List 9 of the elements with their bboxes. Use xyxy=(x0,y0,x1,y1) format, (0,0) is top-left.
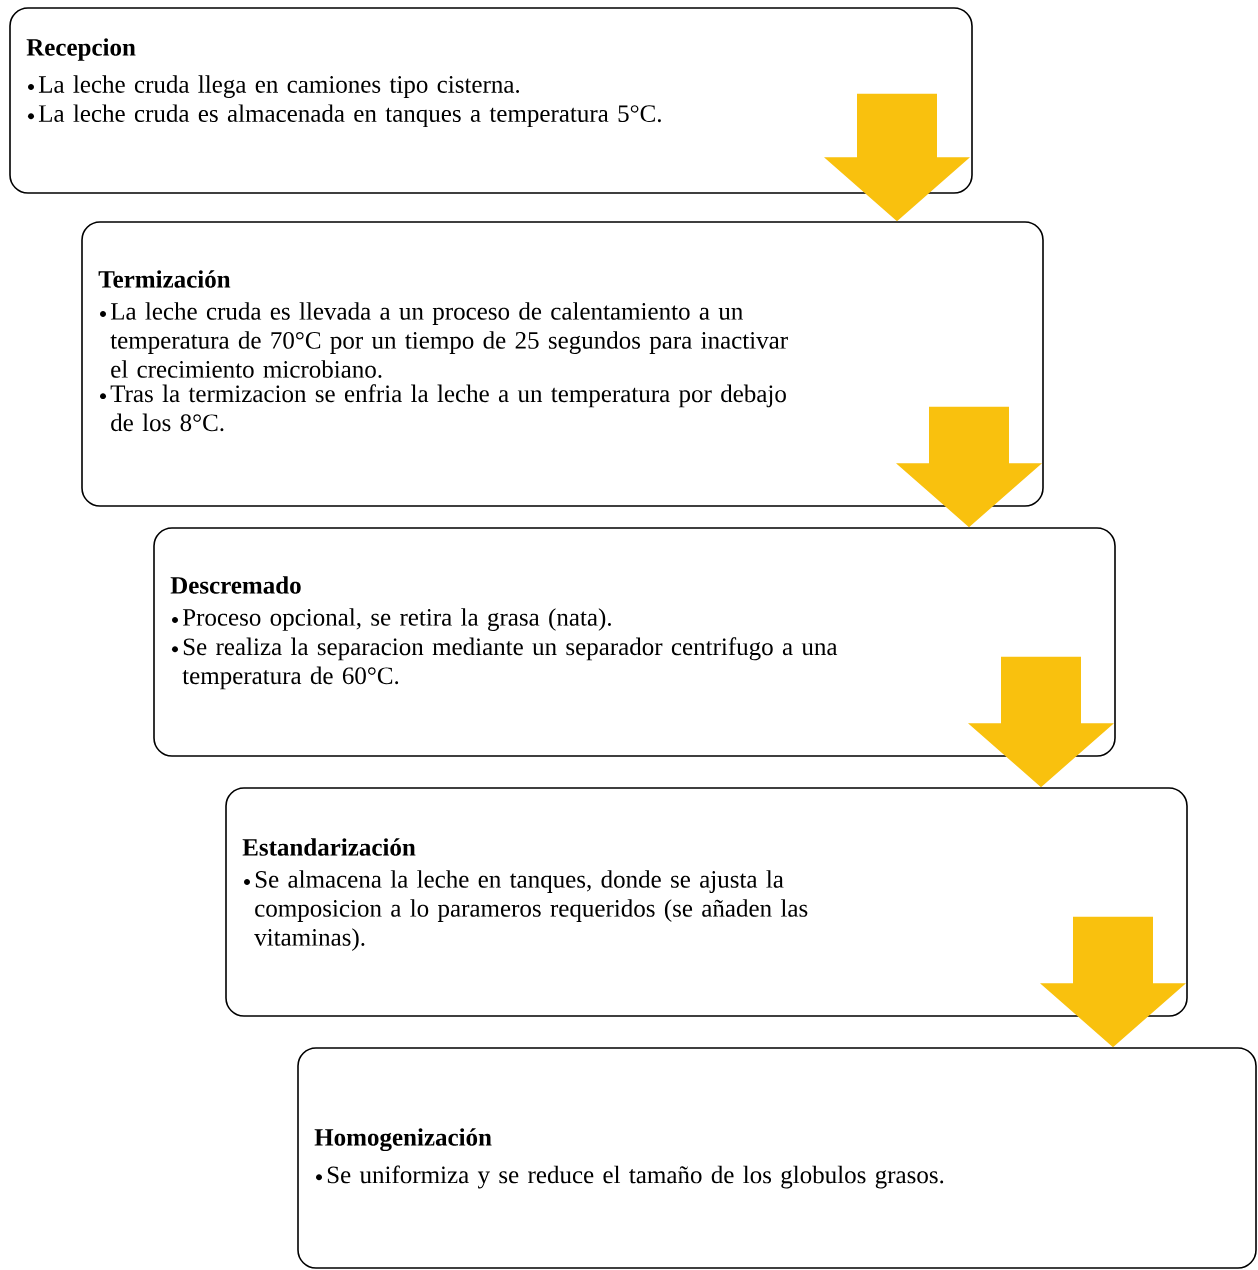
block-arrow xyxy=(896,406,1042,528)
process-box: Termización La leche cruda es llevada a un proceso de calentamiento a un temperatura de 70°C por un tiempo de 25 segundos para inactivar el crecimiento microbiano. Tras la termizacion se enfria la leche a un temperatura por debajo de los 8°C. xyxy=(81,221,1044,507)
process-box: Recepcion La leche cruda llega en camiones tipo cisterna. La leche cruda es almacenada en tanques a temperatura 5°C. xyxy=(9,7,973,194)
process-box: Estandarización Se almacena la leche en tanques, donde se ajusta la composicion a lo parameros requeridos (se añaden las vitaminas). xyxy=(225,787,1188,1017)
block-arrow xyxy=(824,93,970,222)
process-box: Homogenización Se uniformiza y se reduce el tamaño de los globulos grasos. xyxy=(297,1047,1257,1269)
block-arrow xyxy=(968,656,1114,788)
block-arrow xyxy=(1040,916,1186,1048)
process-box: Descremado Proceso opcional, se retira la grasa (nata). Se realiza la separacion mediante un separador centrifugo a una temperatura de 60°C. xyxy=(153,527,1116,757)
